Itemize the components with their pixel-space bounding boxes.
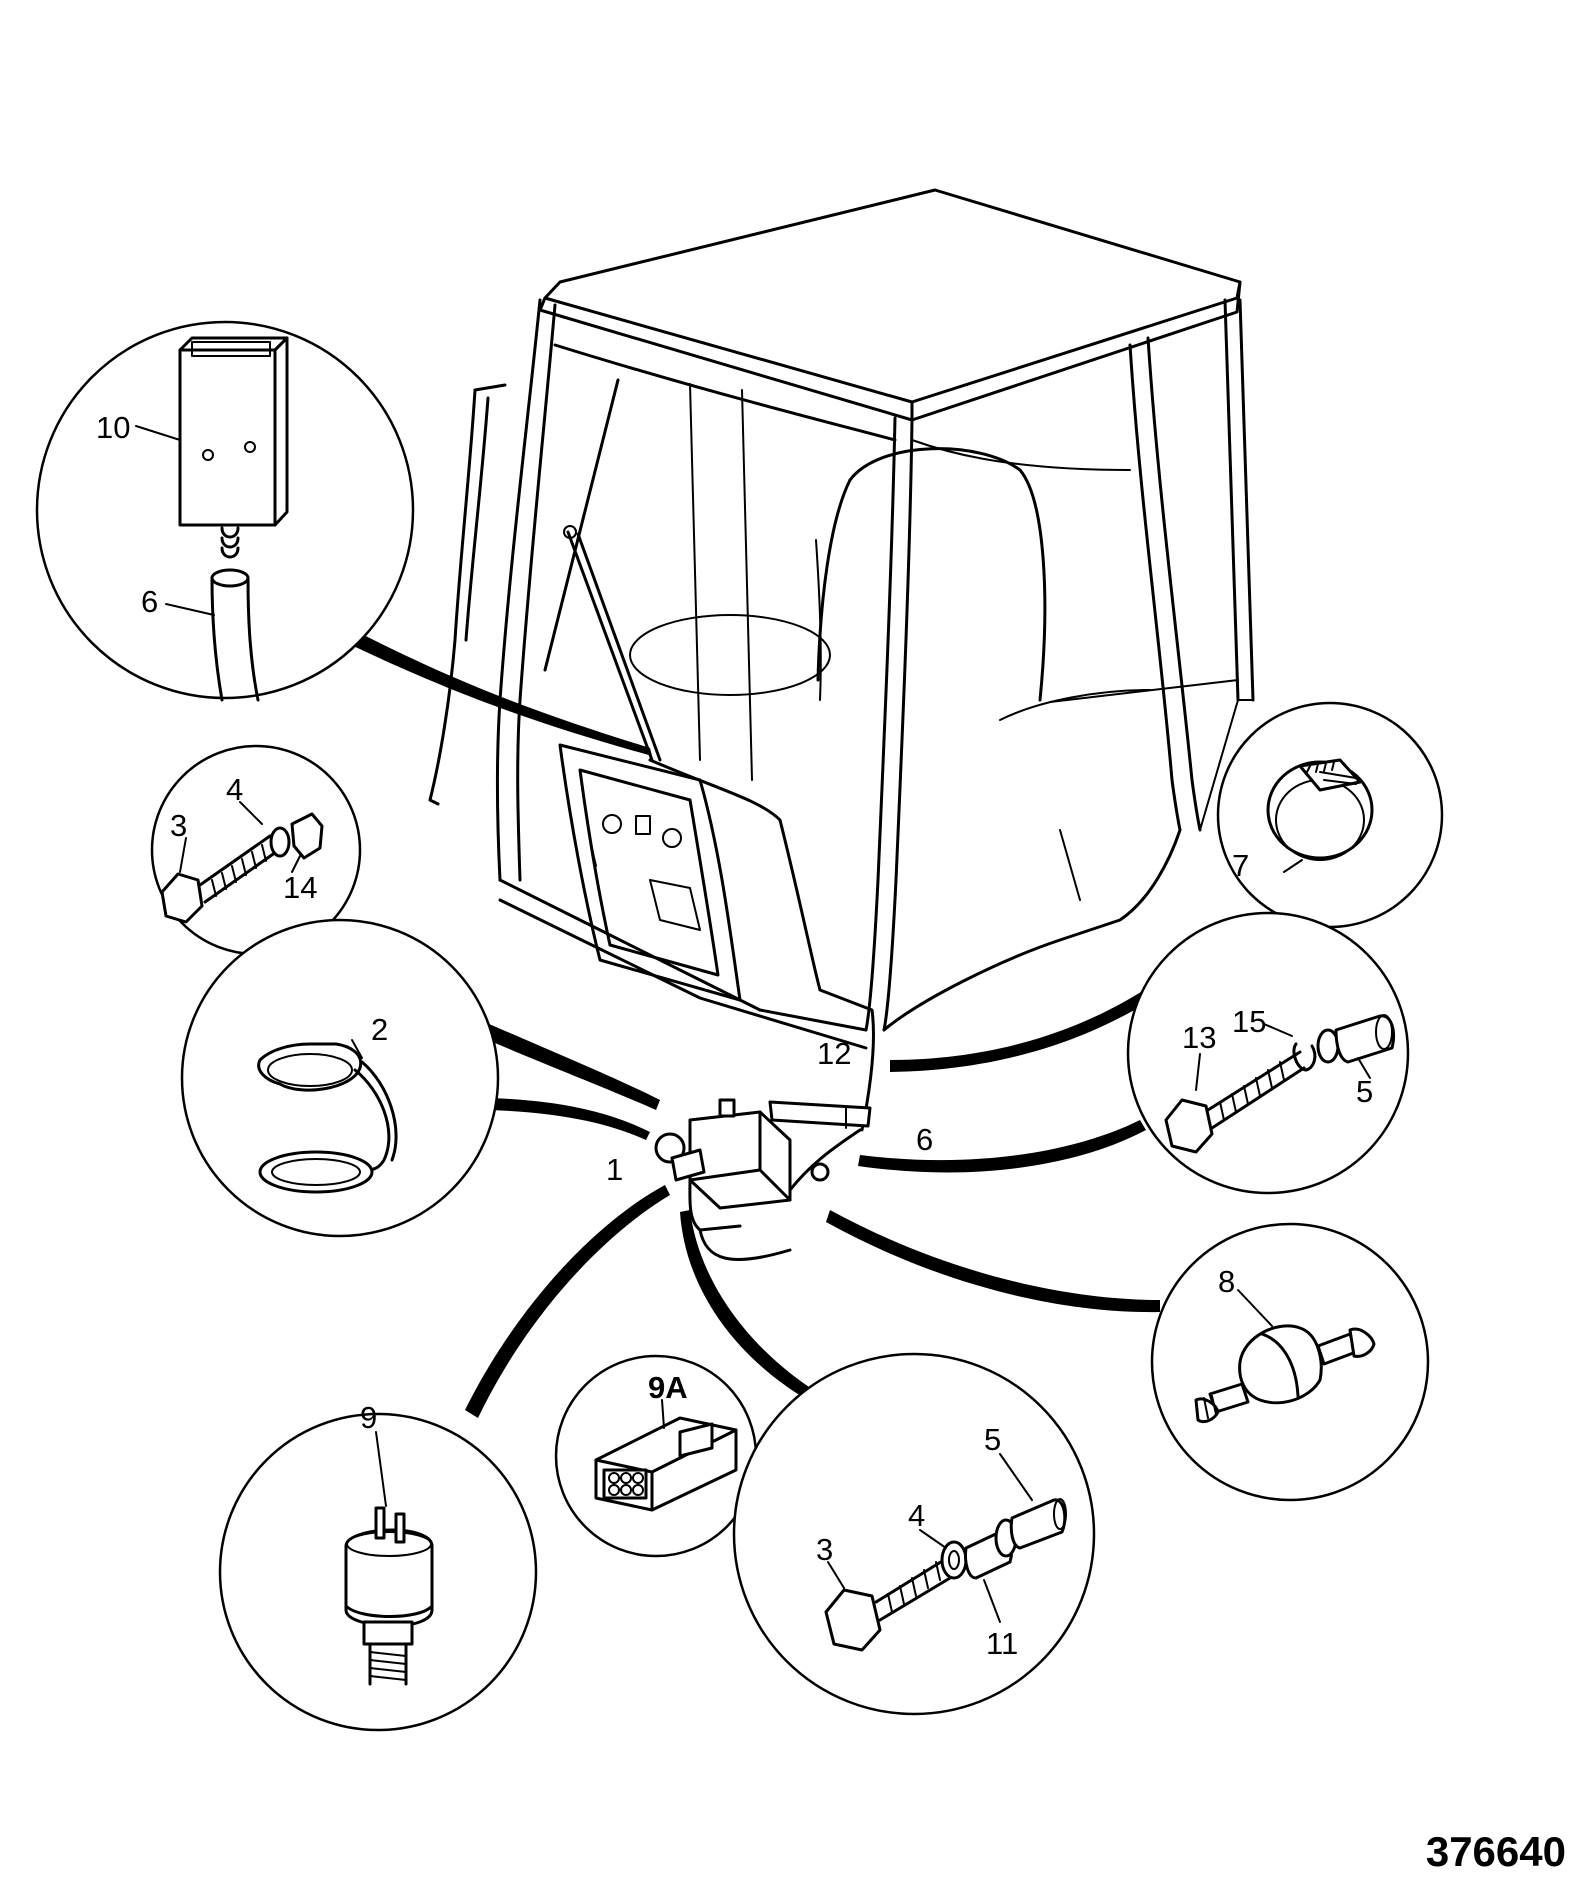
callout-labels: 10 6 3 4 14 2 12 6 1 7 13 15 5 8 9 9A 5 … bbox=[96, 410, 1373, 1661]
detail-circle-connector bbox=[554, 1354, 758, 1558]
drawing-number: 376640 bbox=[1425, 1828, 1566, 1875]
detail-circle-cap bbox=[180, 918, 500, 1238]
detail-circle-bolt-nut bbox=[150, 744, 362, 956]
callout-5-right: 5 bbox=[1356, 1074, 1373, 1109]
detail-circle-hose-clip bbox=[1216, 701, 1444, 929]
callout-9A: 9A bbox=[648, 1370, 688, 1405]
callout-6-jet-hose: 6 bbox=[141, 584, 158, 619]
detail-circle-bolt-spacer bbox=[1126, 911, 1410, 1195]
callout-8: 8 bbox=[1218, 1264, 1235, 1299]
detail-circle-bolt-tube bbox=[732, 1352, 1096, 1716]
callout-3-bottom: 3 bbox=[816, 1532, 833, 1567]
cab-body bbox=[428, 188, 1255, 1132]
callout-10: 10 bbox=[96, 410, 130, 445]
callout-13: 13 bbox=[1182, 1020, 1216, 1055]
callout-1: 1 bbox=[606, 1152, 623, 1187]
callout-9: 9 bbox=[360, 1400, 377, 1435]
callout-7: 7 bbox=[1232, 848, 1249, 883]
detail-circle-jet bbox=[35, 320, 415, 702]
callout-6-bracket: 6 bbox=[916, 1122, 933, 1157]
callout-11: 11 bbox=[986, 1626, 1018, 1661]
callout-2: 2 bbox=[371, 1012, 388, 1047]
washer-reservoir bbox=[654, 1098, 872, 1262]
callout-4-top: 4 bbox=[226, 772, 243, 807]
detail-circle-pressure-switch bbox=[218, 1412, 538, 1732]
callout-5-bottom: 5 bbox=[984, 1422, 1001, 1457]
detail-circle-valve bbox=[1150, 1222, 1430, 1502]
callout-3-top: 3 bbox=[170, 808, 187, 843]
callout-14: 14 bbox=[283, 870, 317, 905]
callout-15: 15 bbox=[1232, 1004, 1266, 1039]
callout-12: 12 bbox=[817, 1036, 851, 1071]
callout-4-bottom: 4 bbox=[908, 1498, 925, 1533]
